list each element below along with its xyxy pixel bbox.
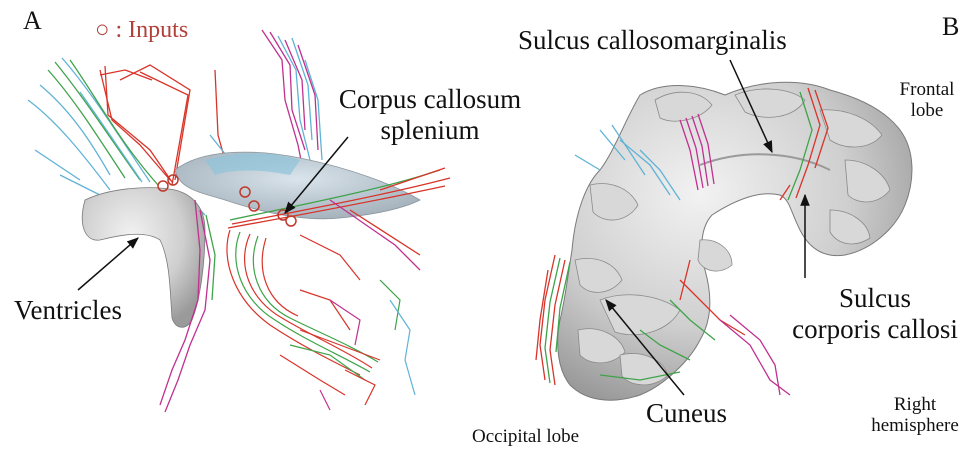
right-hemisphere-label-line1: Right [860,395,970,416]
corpus-callosum-label-line2: splenium [330,117,530,144]
corpus-callosum-label: Corpus callosum splenium [330,86,530,144]
occipital-lobe-label: Occipital lobe [472,427,579,448]
right-hemisphere-label: Right hemisphere [860,395,970,437]
input-marker [286,216,296,226]
inputs-legend: ○ : Inputs [95,18,188,42]
right-hemisphere-label-line2: hemisphere [860,416,970,437]
frontal-lobe-label: Frontal lobe [887,80,967,122]
corpus-callosum-label-line1: Corpus callosum [330,86,530,113]
sulcus-corporis-callosi-label: Sulcus corporis callosi [780,285,970,343]
cuneus-label: Cuneus [646,400,727,427]
ventricles-arrow [78,238,138,290]
sulcus-callosomarginalis-label: Sulcus callosomarginalis [518,27,787,54]
ventricles-label: Ventricles [14,297,122,324]
sulcus-corporis-label-line1: Sulcus [780,285,970,312]
frontal-lobe-label-line1: Frontal [887,80,967,101]
frontal-lobe-label-line2: lobe [887,101,967,122]
sulcus-corporis-label-line2: corporis callosi [780,316,970,343]
panel-b-letter: B [942,14,959,40]
panel-b [536,60,912,400]
panel-a-letter: A [23,8,42,34]
fiber-tracts-a-lower [227,230,415,410]
